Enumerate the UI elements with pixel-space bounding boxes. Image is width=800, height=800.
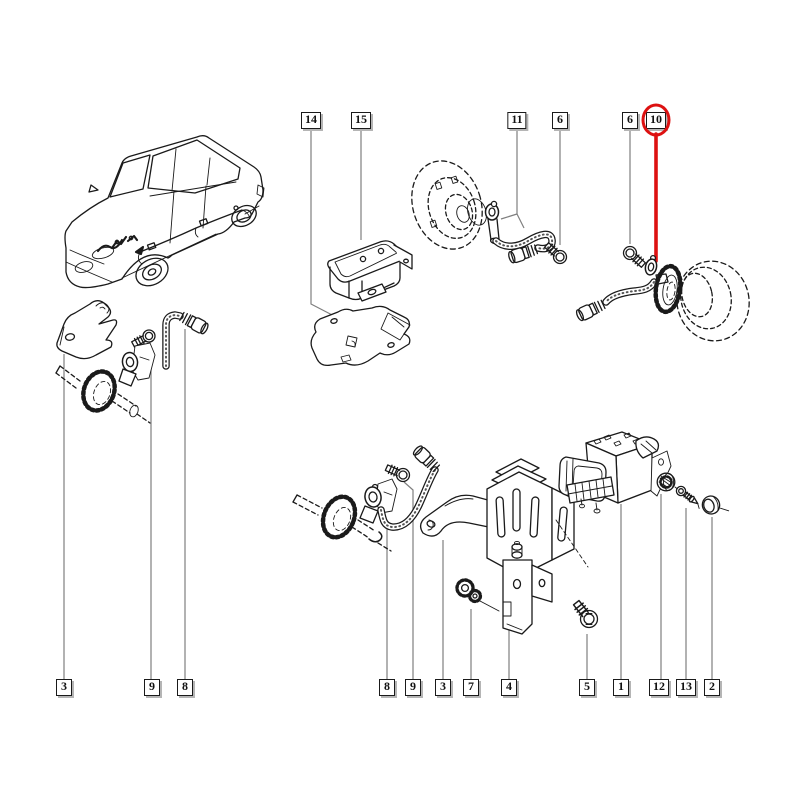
rear-sensor-bolt-part[interactable] — [622, 245, 648, 270]
callout-8-left[interactable]: 8 — [177, 679, 193, 696]
front-sensor-bolt-part[interactable] — [542, 240, 568, 265]
vehicle-overview-illustration — [64, 135, 265, 289]
callout-8-mid[interactable]: 8 — [379, 679, 395, 696]
blanking-cap-part[interactable] — [700, 492, 730, 518]
control-module-part[interactable] — [327, 240, 413, 302]
callout-7[interactable]: 7 — [463, 679, 479, 696]
left-drive-flange-illustration — [55, 365, 151, 424]
front-wheel-speed-sensor-part[interactable] — [484, 200, 556, 265]
leader-lines — [63, 131, 713, 679]
abs-hydraulic-unit-part[interactable] — [558, 431, 672, 514]
callout-6-front[interactable]: 6 — [552, 112, 568, 129]
callout-1[interactable]: 1 — [613, 679, 629, 696]
left-sensor-bracket-part[interactable] — [56, 300, 118, 360]
leader-11-tips — [500, 213, 525, 229]
rear-hub-illustration — [653, 260, 750, 342]
highlight-ring — [641, 103, 671, 137]
driveshaft-illustration — [292, 494, 392, 552]
callout-2[interactable]: 2 — [704, 679, 720, 696]
left-sensor-part[interactable] — [118, 329, 156, 387]
left-sensor-cable-part[interactable] — [162, 310, 211, 370]
callout-3-mid[interactable]: 3 — [435, 679, 451, 696]
leader-9-mid — [403, 481, 414, 679]
callout-9-mid[interactable]: 9 — [405, 679, 421, 696]
callout-9-left[interactable]: 9 — [144, 679, 160, 696]
callout-14[interactable]: 14 — [301, 112, 321, 129]
callout-15[interactable]: 15 — [351, 112, 371, 129]
callout-4[interactable]: 4 — [501, 679, 517, 696]
bracket-bolt-part[interactable] — [571, 598, 599, 629]
screw-part[interactable] — [675, 485, 702, 509]
leader-14 — [310, 131, 339, 319]
abs-mounting-bracket-part[interactable] — [486, 458, 589, 635]
callout-6-rear[interactable]: 6 — [622, 112, 638, 129]
callout-3-left[interactable]: 3 — [56, 679, 72, 696]
rear-wheel-speed-sensor-part[interactable] — [574, 254, 669, 323]
front-hub-illustration — [411, 160, 487, 250]
callout-5[interactable]: 5 — [579, 679, 595, 696]
callout-12[interactable]: 12 — [649, 679, 669, 696]
knurled-cap-part[interactable] — [656, 472, 681, 492]
center-wheel-speed-sensor-part[interactable] — [359, 443, 442, 531]
center-sensor-bolt-part[interactable] — [384, 462, 411, 483]
fixing-clip-part[interactable] — [455, 578, 500, 612]
callout-11[interactable]: 11 — [507, 112, 527, 129]
callout-13[interactable]: 13 — [676, 679, 696, 696]
module-bracket-part[interactable] — [310, 305, 411, 367]
